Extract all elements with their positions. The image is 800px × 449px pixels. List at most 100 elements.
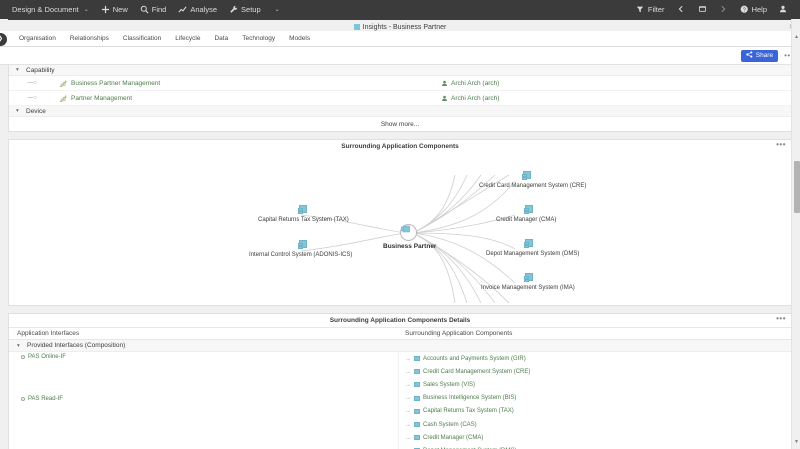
surrounding-components-diagram-card: Surrounding Application Components ••• <box>8 139 792 306</box>
menu-design-document[interactable]: Design & Document ⌄ <box>6 0 95 19</box>
help-icon: ? <box>740 5 749 14</box>
tab-classification[interactable]: Classification <box>122 35 162 42</box>
share-icon <box>746 51 753 60</box>
device-group-label: Device <box>26 107 46 115</box>
tab-bar: ❯ Organisation Relationships Classificat… <box>0 31 800 47</box>
chevron-down-icon: ⌄ <box>274 7 280 13</box>
menu-design-document-label: Design & Document <box>12 5 79 14</box>
diagram-center-node[interactable] <box>400 224 417 241</box>
node-icon-credit-card-management-system[interactable] <box>522 171 531 180</box>
application-component-icon <box>414 422 420 428</box>
capability-owner[interactable]: Archi Arch (arch) <box>441 80 791 87</box>
list-item[interactable]: → Business Intelligence System (BIS) <box>399 392 791 405</box>
scrollbar-thumb[interactable] <box>793 161 800 213</box>
device-group-header[interactable]: ▾ Device <box>9 106 791 117</box>
details-header: Surrounding Application Components Detai… <box>9 314 791 327</box>
list-item[interactable]: → Sales System (VIS) <box>399 378 791 391</box>
diagram-edges <box>300 174 516 304</box>
node-label-invoice-management-system[interactable]: Invoice Management System (IMA) <box>481 285 575 291</box>
search-icon <box>140 5 149 14</box>
component-label: Sales System (VIS) <box>423 381 476 388</box>
node-label-capital-returns-tax-system[interactable]: Capital Returns Tax System (TAX) <box>258 217 349 223</box>
interface-icon <box>21 355 25 359</box>
chevron-right-icon <box>719 5 728 14</box>
capability-group-header[interactable]: ▾ Capability <box>9 65 791 76</box>
node-icon-credit-manager[interactable] <box>524 205 533 214</box>
list-item[interactable]: → Credit Manager (CMA) <box>399 431 791 444</box>
application-component-icon <box>414 408 420 414</box>
node-label-internal-control-system[interactable]: Internal Control System (ADONIS-ICS) <box>249 252 353 258</box>
sidebar-toggle-button[interactable]: ❯ <box>0 33 7 46</box>
provided-interfaces-group-header[interactable]: ▾ Provided Interfaces (Composition) <box>9 340 791 352</box>
table-row[interactable]: —○ Business Partner Management Archi Arc… <box>9 76 791 91</box>
arrow-right-icon: → <box>405 355 411 362</box>
tab-data[interactable]: Data <box>214 35 229 42</box>
arrow-right-icon: → <box>405 381 411 388</box>
capability-group-label: Capability <box>26 66 55 74</box>
list-item[interactable]: → Credit Card Management System (CRE) <box>399 365 791 378</box>
filter-button[interactable]: Filter <box>630 0 671 19</box>
scroll-down-button[interactable]: ▼ <box>794 439 799 445</box>
menu-setup-label: Setup <box>241 5 261 14</box>
relation-indicator-icon: —○ <box>27 95 37 101</box>
relation-indicator-icon: —○ <box>27 80 37 86</box>
arrow-right-icon: → <box>405 395 411 402</box>
component-label: Capital Returns Tax System (TAX) <box>423 408 514 415</box>
menu-find[interactable]: Find <box>134 0 173 19</box>
plus-icon <box>101 5 110 14</box>
tab-organisation[interactable]: Organisation <box>19 35 56 42</box>
nav-back-button[interactable] <box>671 0 692 19</box>
window-layout-button[interactable] <box>692 0 713 19</box>
page-scrollbar[interactable]: ▲ ▼ <box>791 19 800 449</box>
surrounding-components-column: → Accounts and Payments System (GIR) → C… <box>399 352 791 449</box>
diagram-overflow-icon[interactable]: ••• <box>776 140 786 149</box>
show-more-link[interactable]: Show more... <box>9 117 791 131</box>
menu-new[interactable]: New <box>95 0 134 19</box>
menu-analyse[interactable]: Analyse <box>172 0 223 19</box>
menu-setup[interactable]: Setup <box>223 0 267 19</box>
tab-technology[interactable]: Technology <box>242 35 276 42</box>
capability-name-link[interactable]: Partner Management <box>71 94 133 102</box>
list-item[interactable]: → Accounts and Payments System (GIR) <box>399 352 791 365</box>
list-item[interactable]: → Capital Returns Tax System (TAX) <box>399 405 791 418</box>
list-item[interactable]: → Cash System (CAS) <box>399 418 791 431</box>
share-button[interactable]: Share <box>740 49 779 62</box>
help-button[interactable]: ? Help <box>734 0 773 19</box>
share-overflow-icon[interactable]: ••• <box>784 50 794 60</box>
interface-icon <box>21 397 25 401</box>
user-account-button[interactable] <box>773 0 794 19</box>
node-icon-invoice-management-system[interactable] <box>524 273 533 282</box>
node-label-credit-manager[interactable]: Credit Manager (CMA) <box>496 217 557 223</box>
node-icon-depot-management-system[interactable] <box>524 239 533 248</box>
node-icon-internal-control-system[interactable] <box>298 240 307 249</box>
nav-forward-button[interactable] <box>713 0 734 19</box>
tab-lifecycle[interactable]: Lifecycle <box>175 35 201 42</box>
provided-interfaces-group-label: Provided Interfaces (Composition) <box>27 342 126 349</box>
capability-name-link[interactable]: Business Partner Management <box>71 79 161 87</box>
list-item[interactable]: → Depot Management System (DMS) <box>399 444 791 449</box>
interface-label: PAS Online-IF <box>28 354 66 360</box>
tab-models[interactable]: Models <box>289 35 311 42</box>
share-toolbar: Share ••• <box>0 47 800 65</box>
diagram-canvas[interactable]: Business Partner Credit Card Management … <box>9 153 791 305</box>
table-row[interactable]: —○ Partner Management Archi Arch (arch) <box>9 91 791 106</box>
filter-label: Filter <box>647 5 665 14</box>
node-icon-capital-returns-tax-system[interactable] <box>298 205 307 214</box>
details-overflow-icon[interactable]: ••• <box>776 314 786 323</box>
node-label-credit-card-management-system[interactable]: Credit Card Management System (CRE) <box>479 183 587 189</box>
window-icon <box>698 5 707 14</box>
menu-overflow[interactable]: ⌄ <box>267 0 286 19</box>
menu-find-label: Find <box>151 5 167 14</box>
capability-owner[interactable]: Archi Arch (arch) <box>441 95 791 102</box>
main-toolbar: Design & Document ⌄ New Find Analyse Set… <box>0 0 800 19</box>
interface-pas-online-if[interactable]: PAS Online-IF <box>9 354 66 360</box>
details-title: Surrounding Application Components Detai… <box>329 317 471 324</box>
node-label-depot-management-system[interactable]: Depot Management System (DMS) <box>486 251 580 257</box>
capability-icon <box>55 79 71 87</box>
scroll-up-button[interactable]: ▲ <box>794 34 799 40</box>
interface-pas-read-if[interactable]: PAS Read-IF <box>9 396 63 402</box>
page-title: Insights - Business Partner <box>353 24 446 31</box>
application-component-icon <box>353 24 360 30</box>
tab-relationships[interactable]: Relationships <box>69 35 109 42</box>
svg-text:?: ? <box>742 7 745 13</box>
